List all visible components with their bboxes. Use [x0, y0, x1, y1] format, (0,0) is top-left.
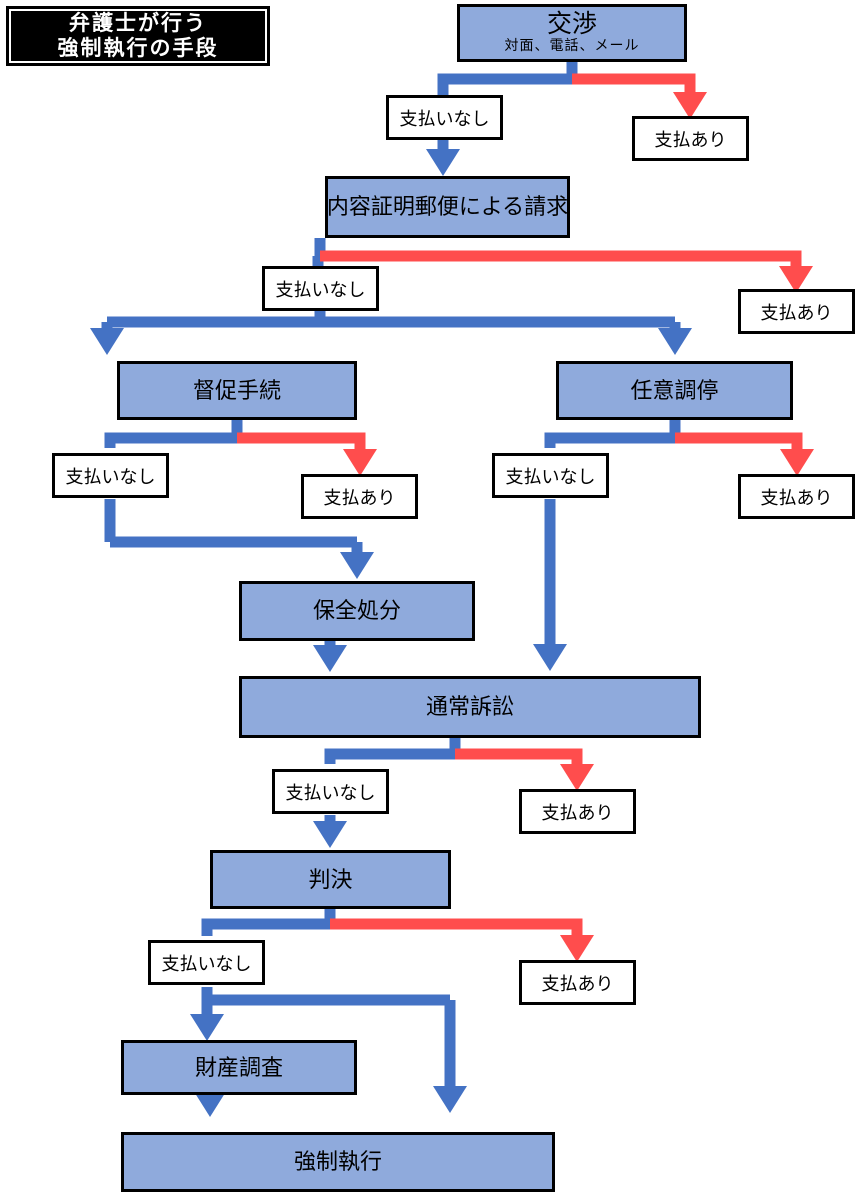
tag-unpaid-content-label: 支払いなし — [275, 279, 366, 300]
tag-unpaid-judgment-label: 支払いなし — [161, 953, 252, 974]
tag-unpaid-demand[interactable]: 支払いなし — [52, 453, 169, 498]
tag-unpaid-negotiation[interactable]: 支払いなし — [386, 95, 503, 140]
edge-demand-split — [104, 420, 243, 448]
edge-lawsuit-paid — [455, 748, 594, 791]
node-demand[interactable]: 督促手続 — [117, 361, 357, 420]
edge-judgment-paid — [330, 918, 594, 962]
node-negotiation-sublabel: 対面、電話、メール — [504, 39, 640, 55]
title-line-1: 弁護士が行う — [69, 11, 207, 36]
node-enforcement[interactable]: 強制執行 — [121, 1132, 555, 1192]
node-demand-label: 督促手続 — [192, 377, 281, 403]
tag-unpaid-negotiation-label: 支払いなし — [399, 108, 490, 129]
edge-lawsuit-unpaid-to-judgment — [313, 815, 347, 848]
tag-paid-mediation-label: 支払あり — [760, 487, 833, 508]
tag-paid-negotiation-label: 支払あり — [654, 129, 727, 150]
edge-unpaid-to-content — [426, 139, 460, 176]
edge-judgment-split — [201, 909, 336, 936]
tag-unpaid-judgment[interactable]: 支払いなし — [148, 940, 265, 985]
node-content-mail-label: 内容証明郵便による請求 — [326, 194, 569, 220]
title-plate: 弁護士が行う 強制執行の手段 — [6, 6, 270, 66]
node-content-mail[interactable]: 内容証明郵便による請求 — [325, 176, 570, 238]
tag-paid-content[interactable]: 支払あり — [738, 289, 855, 334]
edge-demand-paid — [237, 432, 377, 476]
node-mediation-label: 任意調停 — [630, 377, 719, 403]
edge-mediation-unpaid-to-lawsuit — [533, 499, 567, 671]
tag-paid-lawsuit-label: 支払あり — [541, 802, 614, 823]
edge-negotiation-paid — [572, 73, 707, 119]
edge-preservation-to-lawsuit — [313, 641, 347, 672]
title-line-2: 強制執行の手段 — [57, 36, 219, 60]
tag-unpaid-demand-label: 支払いなし — [65, 466, 156, 487]
edge-negotiation-split — [437, 62, 578, 97]
tag-unpaid-content[interactable]: 支払いなし — [262, 266, 379, 311]
edge-mediation-paid — [675, 432, 814, 476]
tag-unpaid-lawsuit[interactable]: 支払いなし — [272, 769, 389, 814]
node-negotiation[interactable]: 交渉 対面、電話、メール — [457, 4, 687, 62]
node-negotiation-label: 交渉 — [546, 10, 597, 38]
edge-lawsuit-split — [324, 738, 461, 764]
node-lawsuit[interactable]: 通常訴訟 — [239, 676, 701, 738]
tag-paid-mediation[interactable]: 支払あり — [738, 474, 855, 519]
tag-unpaid-mediation-label: 支払いなし — [505, 466, 596, 487]
tag-paid-demand[interactable]: 支払あり — [301, 474, 418, 519]
edge-content-split — [312, 238, 326, 268]
node-judgment-label: 判決 — [308, 866, 353, 892]
node-lawsuit-label: 通常訴訟 — [425, 694, 514, 720]
edge-mediation-split — [544, 420, 681, 448]
tag-unpaid-mediation[interactable]: 支払いなし — [492, 453, 609, 498]
tag-paid-judgment-label: 支払あり — [541, 973, 614, 994]
tag-unpaid-lawsuit-label: 支払いなし — [285, 782, 376, 803]
node-preservation[interactable]: 保全処分 — [239, 581, 475, 641]
tag-paid-content-label: 支払あり — [760, 302, 833, 323]
node-mediation[interactable]: 任意調停 — [556, 361, 793, 420]
node-asset-search-label: 財産調査 — [194, 1054, 283, 1080]
edge-content-paid — [320, 250, 813, 293]
tag-paid-demand-label: 支払あり — [323, 487, 396, 508]
tag-paid-lawsuit[interactable]: 支払あり — [519, 789, 636, 834]
tag-paid-judgment[interactable]: 支払あり — [519, 960, 636, 1005]
node-judgment[interactable]: 判決 — [210, 850, 451, 909]
tag-paid-negotiation[interactable]: 支払あり — [632, 116, 749, 161]
node-preservation-label: 保全処分 — [312, 598, 401, 624]
node-asset-search[interactable]: 財産調査 — [121, 1040, 357, 1095]
edge-content-fanout — [90, 311, 692, 355]
node-enforcement-label: 強制執行 — [293, 1149, 382, 1175]
